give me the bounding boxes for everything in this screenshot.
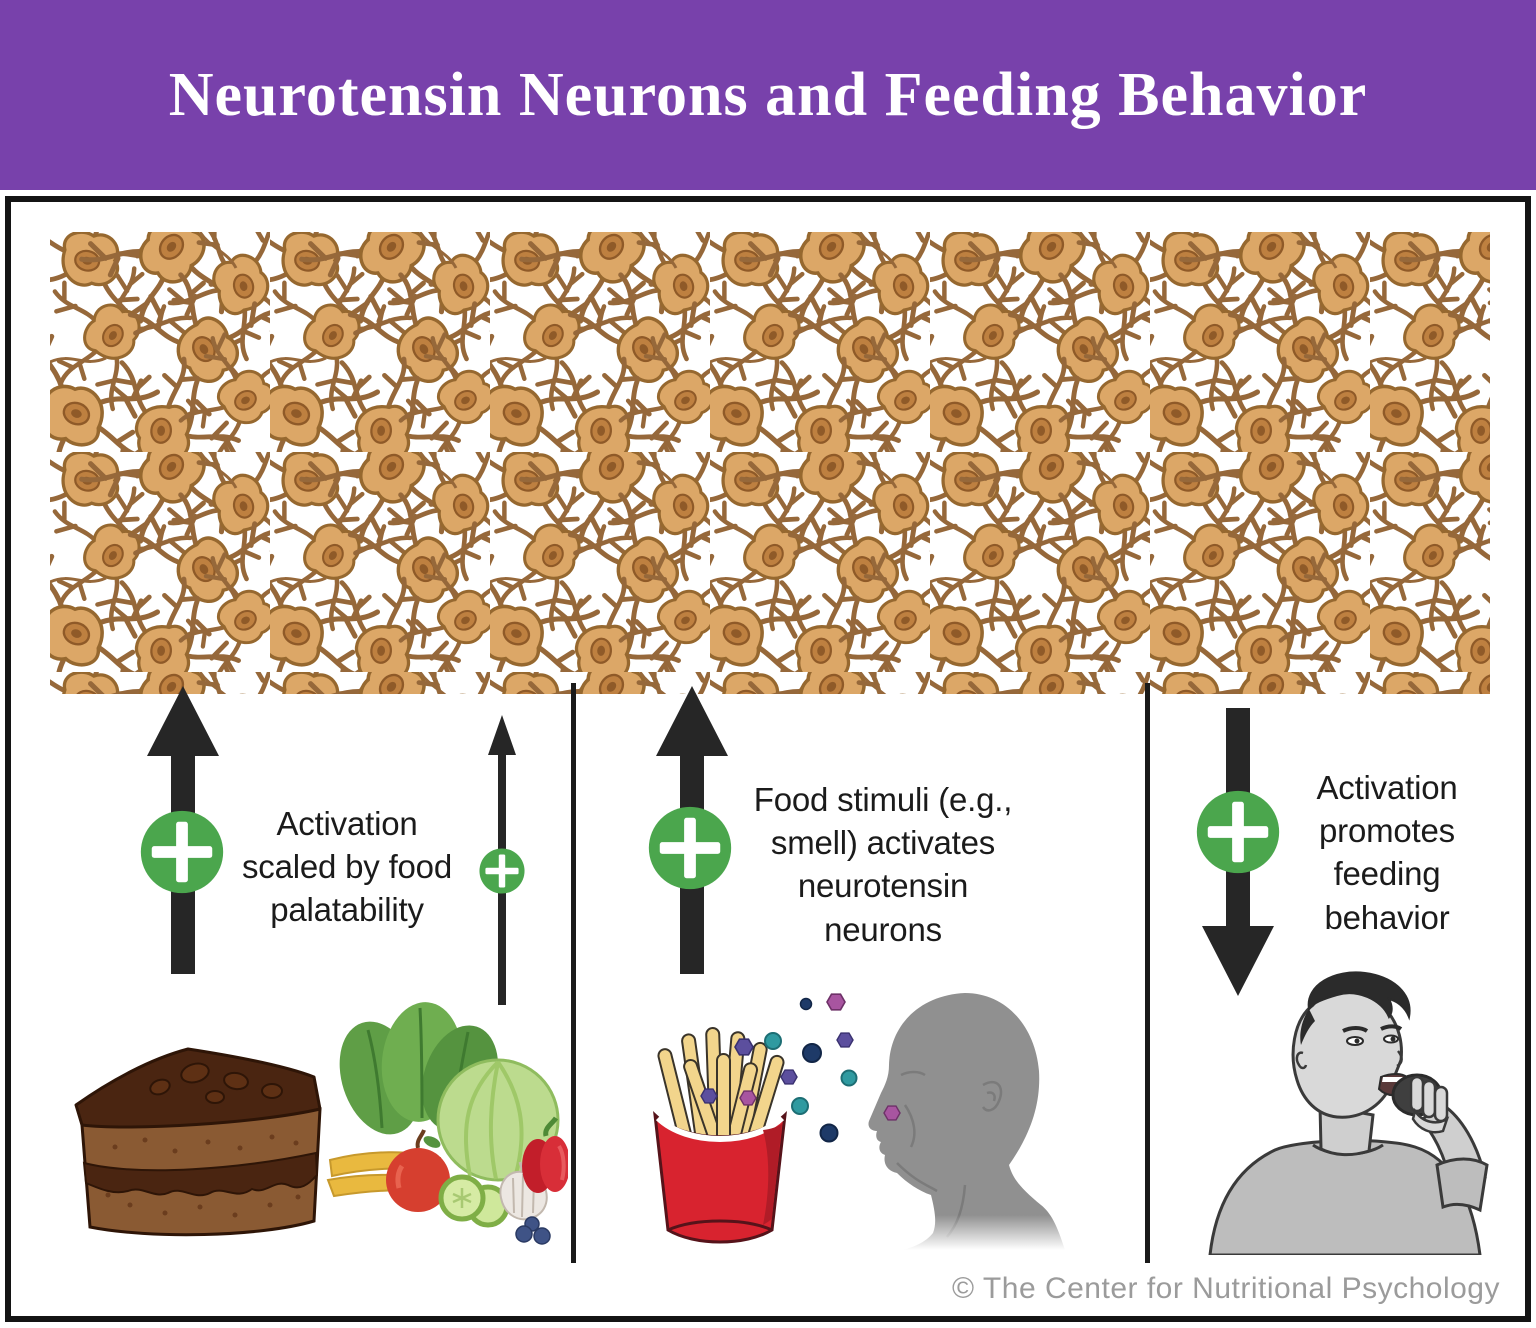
label-line: smell) activates xyxy=(770,824,996,862)
label-palatability: Activation scaled by food palatability xyxy=(187,802,507,932)
label-feeding-behavior: Activation promotes feeding behavior xyxy=(1287,766,1487,939)
label-line: feeding xyxy=(1333,855,1441,893)
french-fries-illustration xyxy=(653,1027,787,1244)
vegetables-illustration xyxy=(326,1002,568,1245)
copyright-text: © The Center for Nutritional Psychology xyxy=(952,1272,1500,1305)
plus-icon-large xyxy=(1196,790,1280,874)
header-banner: Neurotensin Neurons and Feeding Behavior xyxy=(0,0,1536,190)
label-line: scaled by food xyxy=(241,848,452,886)
column-divider-right xyxy=(1145,683,1150,1263)
page-title: Neurotensin Neurons and Feeding Behavior xyxy=(168,60,1368,129)
plus-icon-small xyxy=(479,848,525,894)
label-line: Food stimuli (e.g., xyxy=(753,781,1013,818)
plus-icon-large xyxy=(648,806,732,890)
column-divider-left xyxy=(571,683,576,1263)
label-line: neurons xyxy=(824,910,942,948)
neuron-field-illustration xyxy=(50,232,1490,694)
chocolate-cake-illustration xyxy=(74,1047,322,1237)
scent-molecules-illustration xyxy=(690,985,910,1143)
human-head-profile-illustration xyxy=(845,993,1065,1250)
label-line: neurotensin xyxy=(797,867,969,905)
label-line: behavior xyxy=(1324,898,1450,936)
label-line: promotes xyxy=(1319,812,1455,850)
label-line: Activation xyxy=(276,805,418,842)
label-line: palatability xyxy=(270,891,424,929)
man-eating-illustration xyxy=(1208,971,1489,1255)
label-food-stimuli: Food stimuli (e.g., smell) activates neu… xyxy=(723,778,1043,951)
plus-icon-large xyxy=(140,810,224,894)
label-line: Activation xyxy=(1316,769,1458,806)
